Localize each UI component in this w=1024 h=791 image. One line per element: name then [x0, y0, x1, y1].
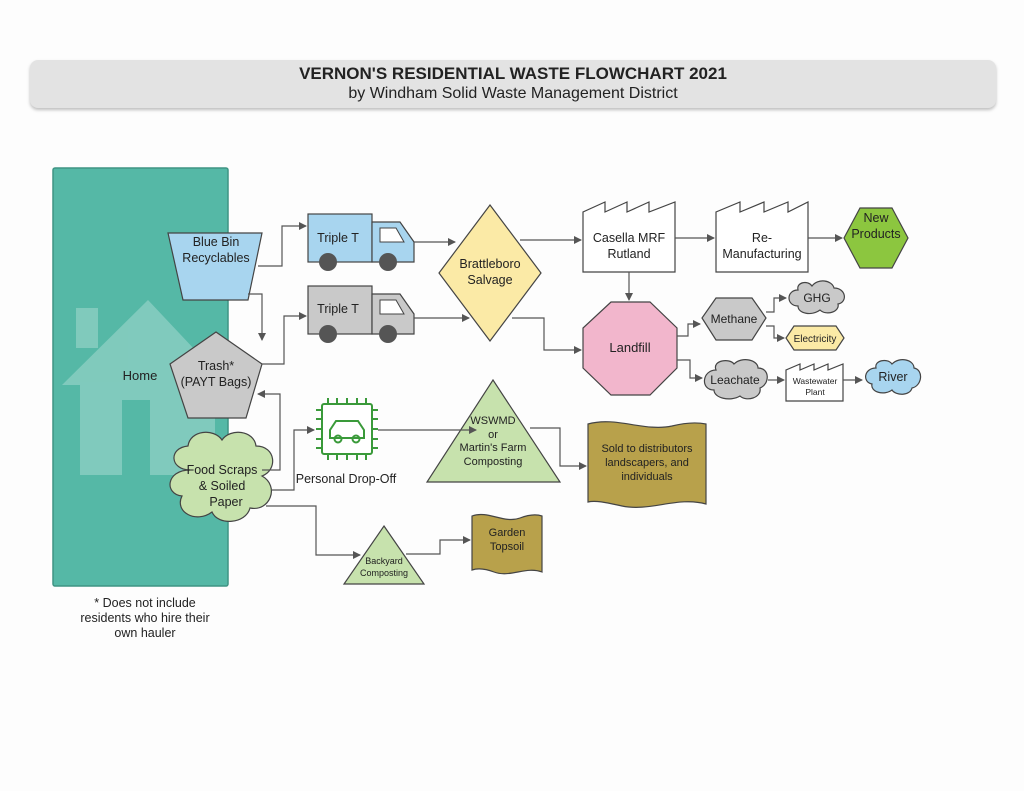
arrow-landfill-leachate [677, 359, 703, 382]
new-products-label-2: Products [851, 227, 900, 241]
footnote-line-1: * Does not include [94, 596, 196, 610]
blue-bin-node: Blue Bin Recyclables [167, 232, 263, 301]
trash-label-2: (PAYT Bags) [181, 375, 252, 389]
footnote-line-2: residents who hire their [80, 611, 210, 625]
personal-dropoff-label: Personal Drop-Off [296, 472, 397, 486]
casella-label-1: Casella MRF [593, 231, 666, 245]
ghg-label: GHG [803, 291, 830, 305]
new-products-label-1: New [863, 211, 889, 225]
backyard-label-1: Backyard [365, 556, 403, 566]
wswmd-label-1: WSWMD [470, 415, 515, 427]
arrow-trash-truck [262, 312, 307, 365]
electricity-node: Electricity [785, 325, 845, 351]
wastewater-label-1: Wastewater [793, 376, 838, 386]
sold-label-1: Sold to distributors [601, 443, 693, 455]
brattleboro-label-1: Brattleboro [459, 257, 520, 271]
arrow-bluebin-truck [258, 222, 307, 267]
river-node: River [865, 359, 922, 395]
truck-icon: Triple T [307, 285, 415, 343]
landfill-label: Landfill [609, 340, 650, 355]
leachate-label: Leachate [710, 373, 760, 387]
wswmd-label-2: or [488, 429, 498, 441]
casella-label-2: Rutland [607, 247, 650, 261]
wswmd-label-3: Martin's Farm [460, 442, 527, 454]
footnote-line-3: own hauler [114, 626, 176, 640]
truck-trash-label: Triple T [317, 302, 359, 316]
connectors [248, 222, 863, 559]
food-scraps-node: Food Scraps & Soiled Paper [169, 431, 274, 522]
blue-bin-label-2: Recyclables [182, 251, 249, 265]
title-bar: VERNON'S RESIDENTIAL WASTE FLOWCHART 202… [30, 60, 996, 108]
river-label: River [878, 370, 907, 384]
trash-node: Trash* (PAYT Bags) [169, 331, 263, 419]
brattleboro-label-2: Salvage [467, 273, 512, 287]
house-icon [62, 300, 228, 475]
sold-node: Sold to distributors landscapers, and in… [587, 421, 707, 508]
factory-icon: Re- Manufacturing [715, 201, 809, 273]
truck-icon: Triple T [307, 213, 415, 271]
food-scraps-label-1: Food Scraps [187, 463, 258, 477]
methane-node: Methane [701, 297, 767, 341]
backyard-node: Backyard Composting [342, 524, 426, 585]
garden-label-2: Topsoil [490, 541, 524, 553]
food-scraps-label-3: Paper [209, 495, 242, 509]
car-chip-icon [316, 398, 378, 460]
arrow-food-backyard [266, 505, 361, 559]
arrow-landfill-methane [677, 320, 701, 337]
wswmd-label-4: Composting [464, 456, 523, 468]
page-title: VERNON'S RESIDENTIAL WASTE FLOWCHART 202… [299, 64, 727, 83]
wswmd-node: WSWMD or Martin's Farm Composting [425, 378, 562, 483]
sold-label-3: individuals [621, 471, 673, 483]
remanufacturing-label-2: Manufacturing [722, 247, 801, 261]
new-products-node: New Products [843, 207, 909, 269]
arrow-bluebin-trash [248, 293, 266, 341]
sold-label-2: landscapers, and [605, 457, 689, 469]
arrow-methane-electricity [766, 325, 785, 342]
arrow-backyard-garden [406, 536, 471, 555]
factory-icon: Casella MRF Rutland [582, 201, 676, 273]
trash-label-1: Trash* [198, 359, 234, 373]
blue-bin-label-1: Blue Bin [193, 235, 240, 249]
arrow-food-dropoff [272, 426, 315, 491]
backyard-label-2: Composting [360, 568, 408, 578]
remanufacturing-label-1: Re- [752, 231, 772, 245]
brattleboro-node: Brattleboro Salvage [438, 204, 542, 342]
landfill-node: Landfill [582, 301, 678, 396]
arrow-brattleboro-landfill [512, 317, 582, 354]
footnote: * Does not include residents who hire th… [60, 596, 230, 641]
arrow-food-trash [257, 390, 281, 471]
truck-recycling-label: Triple T [317, 231, 359, 245]
factory-icon: Wastewater Plant [785, 363, 844, 402]
home-label: Home [123, 368, 158, 383]
food-scraps-label-2: & Soiled [199, 479, 246, 493]
garden-label-1: Garden [489, 527, 526, 539]
methane-label: Methane [711, 312, 758, 326]
page-subtitle: by Windham Solid Waste Management Distri… [348, 85, 678, 102]
electricity-label: Electricity [794, 334, 837, 345]
leachate-node: Leachate [703, 359, 768, 400]
wastewater-label-2: Plant [805, 387, 825, 397]
ghg-node: GHG [788, 280, 845, 315]
arrow-wswmd-sold [530, 427, 587, 470]
arrow-methane-ghg [766, 294, 787, 313]
garden-node: Garden Topsoil [471, 514, 543, 575]
